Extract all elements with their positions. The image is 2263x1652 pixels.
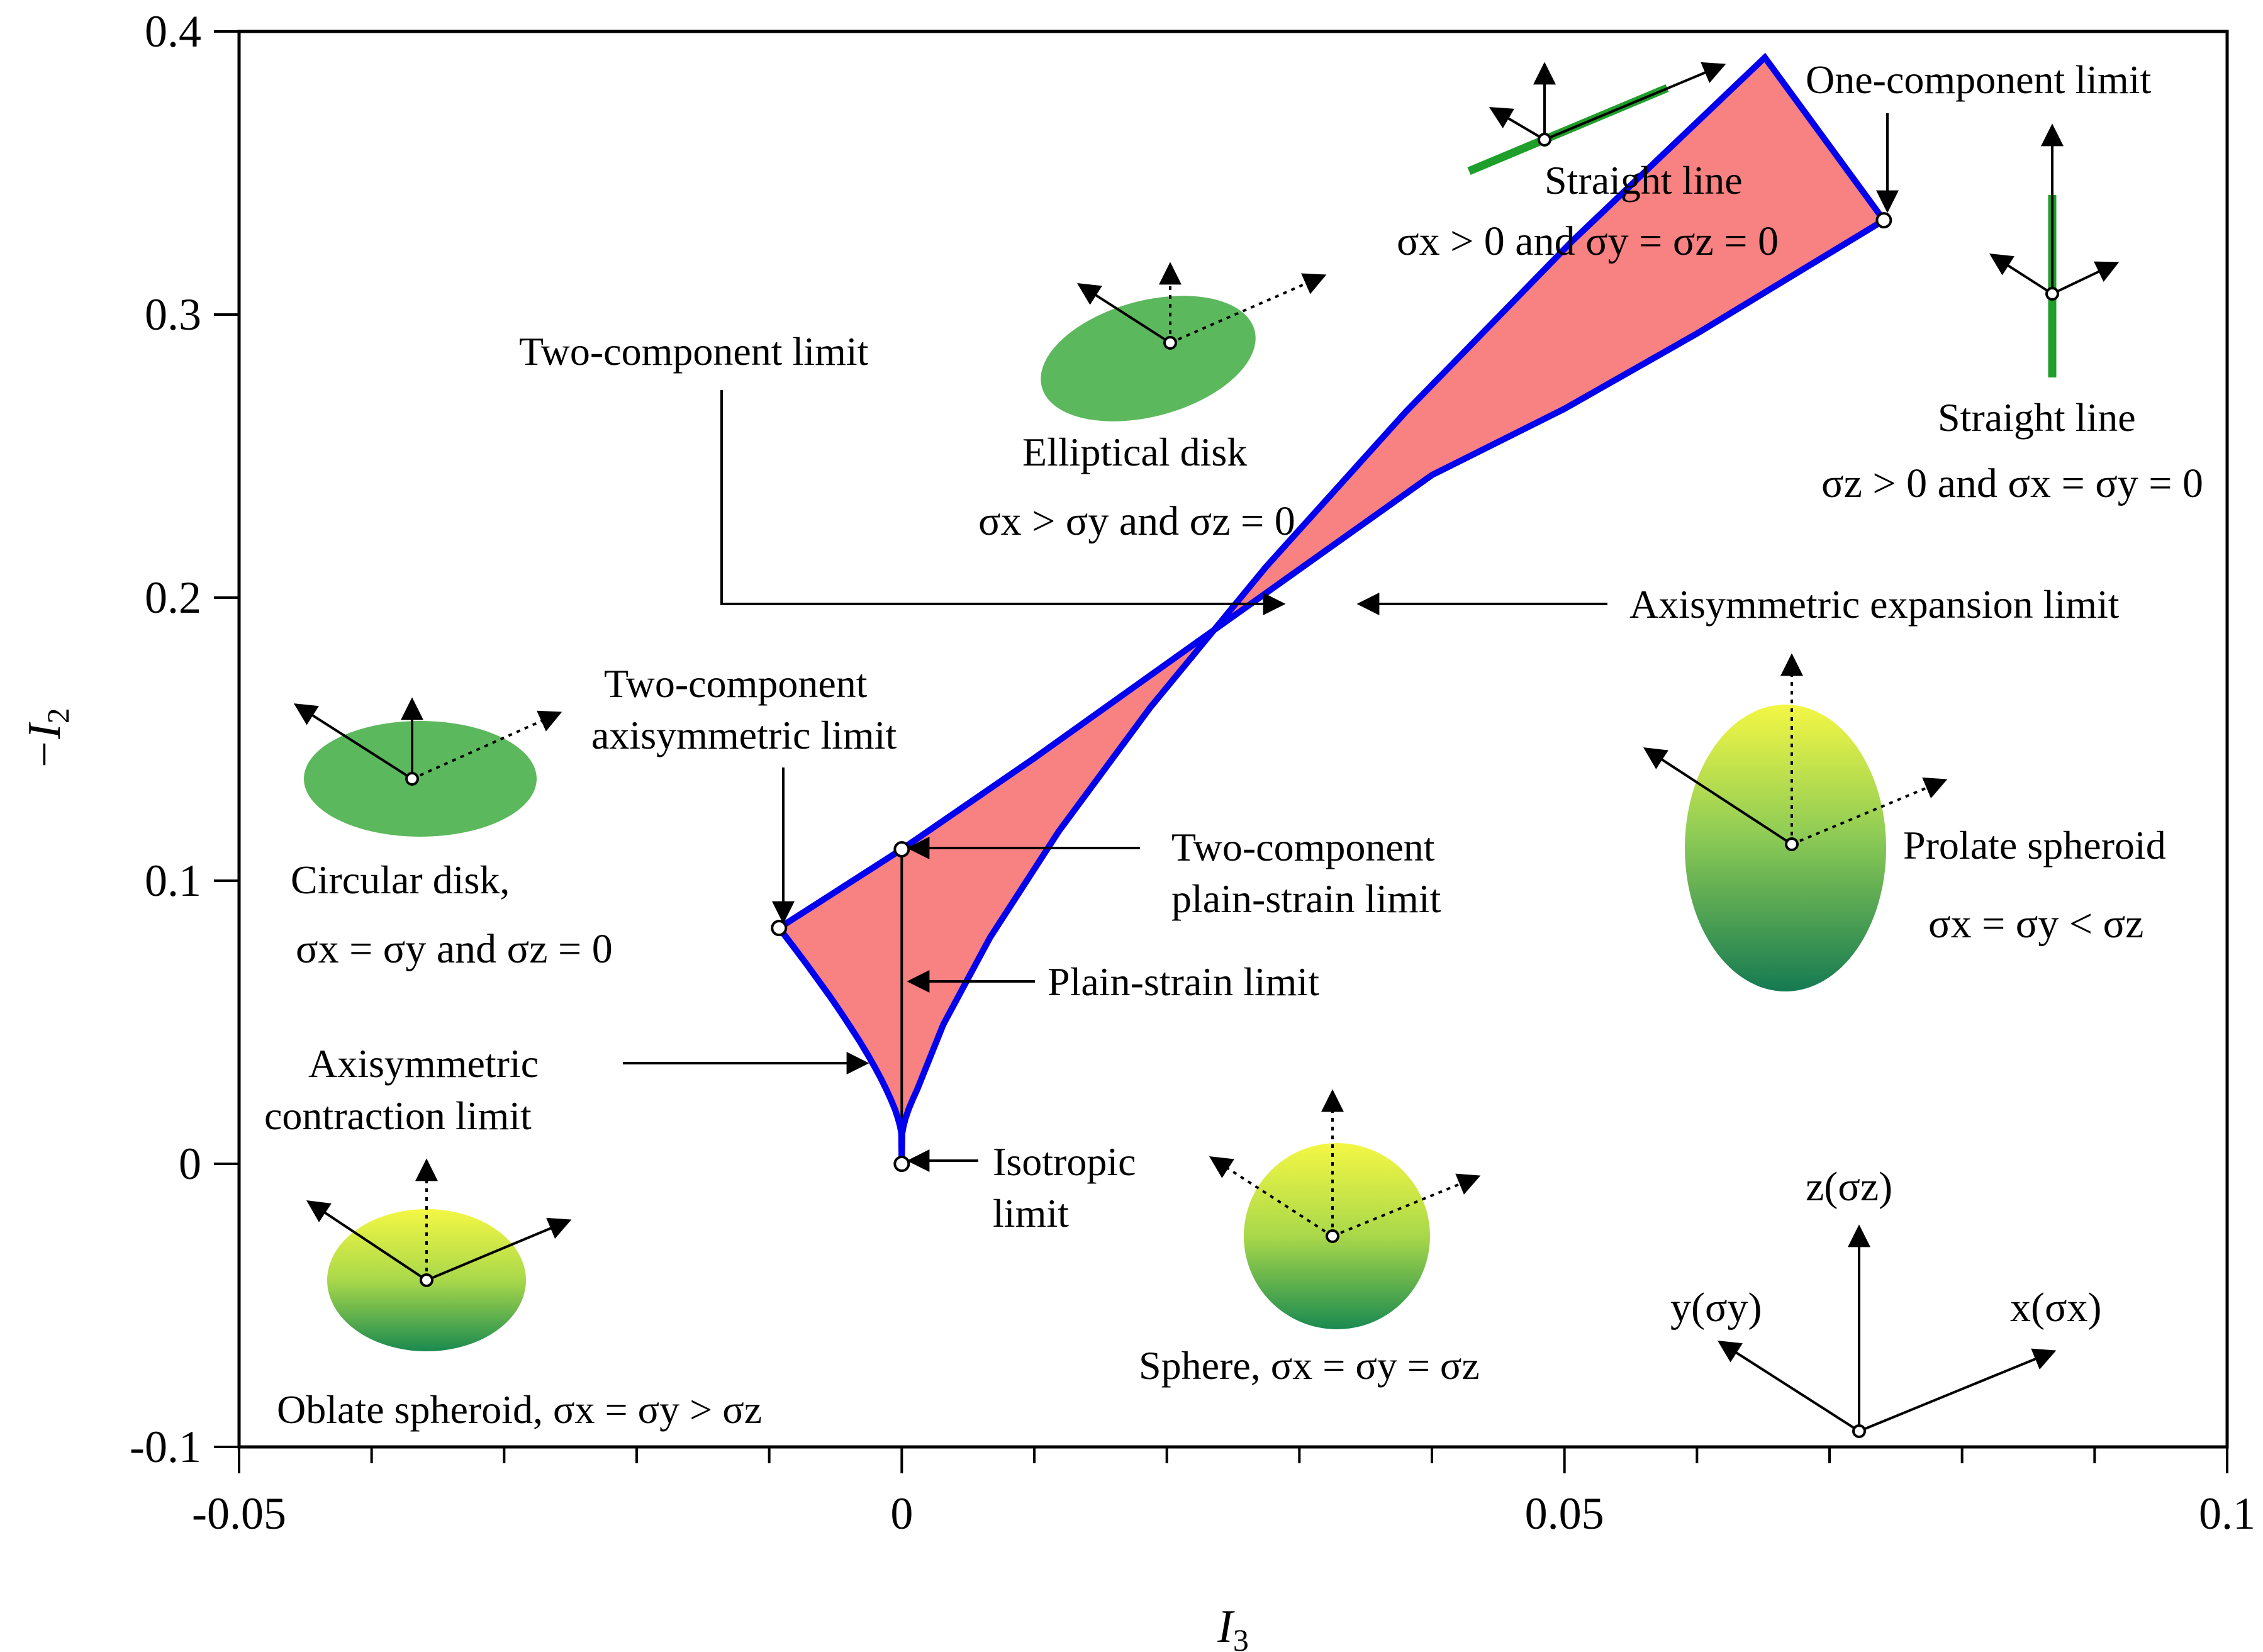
arrow-x	[1170, 273, 1327, 344]
realizable-region	[779, 57, 1884, 1164]
axisym-contraction-boundary	[776, 926, 905, 1164]
x-axis-title: I3	[1217, 1601, 1249, 1652]
elliptical-disk-condition: σx > σy and σz = 0	[978, 498, 1295, 544]
oblate-label: Oblate spheroid, σx = σy > σz	[277, 1387, 762, 1432]
axis-x-label: x(σx)	[2010, 1285, 2102, 1331]
arrow-x	[411, 710, 562, 780]
origin-dot	[1785, 837, 1799, 851]
straight-line-z-glyph	[1989, 123, 2120, 377]
arrow-x	[1791, 777, 1948, 846]
axis-y-arrow	[1717, 1341, 1860, 1432]
two-comp-plain-label-2: plain-strain limit	[1171, 876, 1441, 921]
two-component-boundary	[777, 217, 1886, 931]
y-axis-title-sub: 2	[40, 708, 75, 723]
y-tick-label: 0.3	[145, 289, 201, 340]
origin-dot	[2045, 287, 2059, 301]
straight-line-x-glyph	[1467, 62, 1726, 175]
key-point-one-component	[1875, 212, 1892, 229]
arrow-y	[1643, 747, 1793, 846]
two-component-label: Two-component limit	[519, 329, 869, 374]
axis-z-label: z(σz)	[1806, 1164, 1892, 1210]
annotations: One-component limit Straight line σx > 0…	[264, 57, 2203, 1432]
straight-line-x-label: Straight line	[1545, 158, 1743, 203]
y-tick-label: 0	[179, 1139, 201, 1189]
one-component-label: One-component limit	[1806, 57, 2151, 102]
two-comp-axisym-label-1: Two-component	[604, 661, 868, 706]
plot-area	[237, 30, 2229, 1449]
origin-dot	[1852, 1424, 1866, 1438]
y-tick-label: 0.2	[145, 572, 201, 623]
y-axis-title: −I2	[19, 708, 75, 771]
prolate-label: Prolate spheroid	[1903, 823, 2166, 868]
plain-strain-label: Plain-strain limit	[1048, 959, 1319, 1004]
sphere-glyph	[1209, 1089, 1481, 1329]
key-point-two-component-plain-strain	[893, 841, 910, 858]
circular-disk-condition: σx = σy and σz = 0	[296, 926, 613, 972]
elliptical-disk-label: Elliptical disk	[1022, 430, 1247, 474]
sphere-label: Sphere, σx = σy = σz	[1139, 1343, 1480, 1388]
elliptical-disk-glyph	[1041, 262, 1327, 421]
arrow-x	[2052, 261, 2120, 295]
two-comp-axisym-label-2: axisymmetric limit	[591, 713, 897, 757]
origin-dot	[405, 772, 419, 786]
arrow-y	[293, 703, 413, 780]
annotation-arrows	[623, 113, 1899, 1172]
axis-y-label: y(σy)	[1670, 1285, 1762, 1331]
arrow-x	[1544, 62, 1726, 141]
axisym-contraction-label-2: contraction limit	[264, 1093, 532, 1138]
y-tick-label: 0.4	[145, 6, 201, 57]
straight-line-z-condition: σz > 0 and σx = σy = 0	[1821, 460, 2203, 506]
x-tick-label: 0	[890, 1488, 913, 1539]
x-tick-label: 0.05	[1525, 1488, 1604, 1539]
prolate-spheroid-glyph	[1643, 653, 1948, 991]
arrow-x	[426, 1217, 572, 1281]
isotropic-label-1: Isotropic	[993, 1139, 1136, 1184]
straight-line-x-condition: σx > 0 and σy = σz = 0	[1397, 218, 1779, 264]
origin-dot	[1163, 336, 1177, 350]
origin-dot	[1538, 133, 1551, 147]
disk	[1041, 296, 1256, 421]
origin-dot	[420, 1273, 433, 1287]
axis-x-arrow	[1858, 1348, 2057, 1432]
arrow-y	[1209, 1156, 1334, 1237]
x-axis-title-sub: 3	[1233, 1622, 1249, 1652]
key-point-isotropic	[893, 1156, 910, 1172]
axisym-expansion-label: Axisymmetric expansion limit	[1629, 582, 2120, 627]
isotropic-label-2: limit	[993, 1191, 1069, 1236]
key-point-two-component-axisymmetric	[771, 920, 788, 937]
arrow-y	[1076, 283, 1171, 344]
two-comp-plain-label-1: Two-component	[1171, 825, 1435, 869]
x-axis-ticks: -0.05 0 0.05 0.1	[192, 1447, 2255, 1539]
spheroid	[1685, 705, 1886, 991]
circular-disk-label: Circular disk,	[291, 857, 510, 902]
x-tick-label: -0.05	[192, 1488, 286, 1539]
arrow-y	[1489, 107, 1546, 141]
straight-line-z-label: Straight line	[1938, 395, 2136, 440]
circular-disk-glyph	[293, 697, 562, 837]
x-tick-label: 0.1	[2199, 1488, 2255, 1539]
oblate-spheroid-glyph	[306, 1158, 572, 1351]
coordinate-system-glyph	[1717, 1224, 2057, 1438]
y-tick-label: 0.1	[145, 856, 201, 906]
y-axis-ticks: -0.1 0 0.1 0.2 0.3 0.4	[130, 6, 239, 1472]
arrow-y	[1989, 254, 2053, 295]
prolate-condition: σx = σy < σz	[1928, 901, 2143, 947]
two-component-arrow	[720, 390, 1286, 615]
arrow-y	[306, 1200, 428, 1281]
axisym-contraction-label-1: Axisymmetric	[308, 1041, 539, 1086]
origin-dot	[1326, 1229, 1339, 1243]
y-tick-label: -0.1	[130, 1422, 201, 1472]
